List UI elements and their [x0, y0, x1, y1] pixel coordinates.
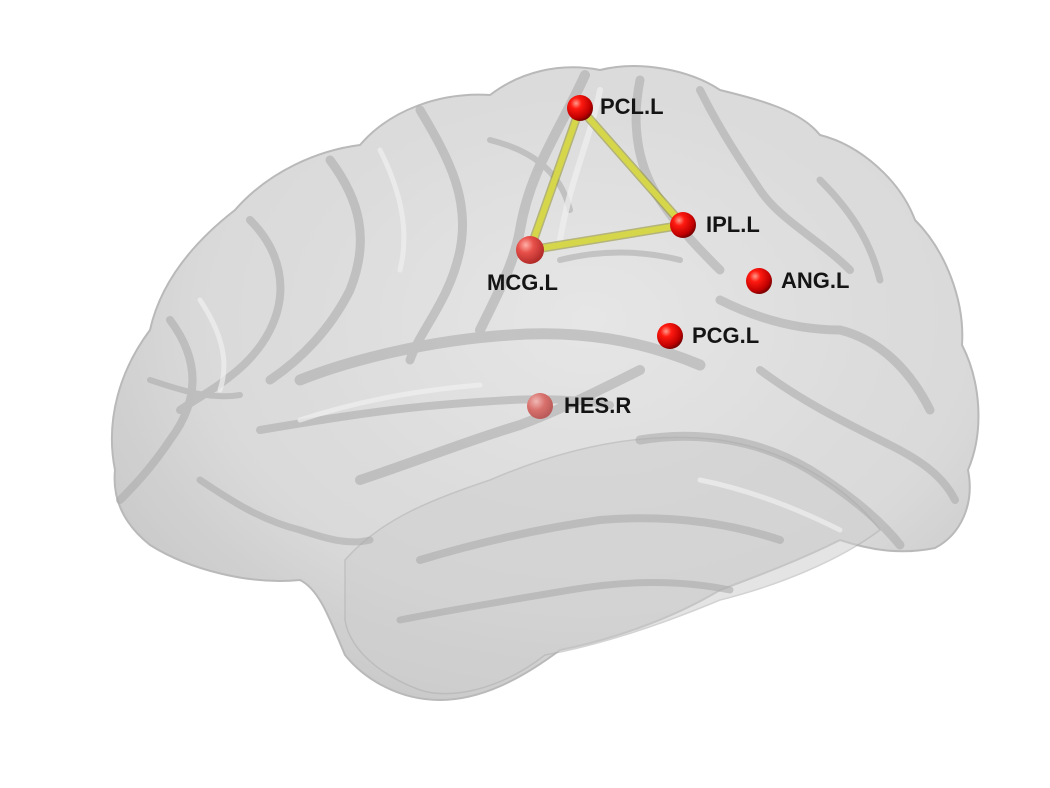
edges-layer: [525, 103, 688, 255]
brain-highlights: [197, 87, 843, 533]
edge-pcl-l-ipl-l: [577, 105, 686, 228]
node-ang-l: [746, 268, 772, 294]
node-pcl-l: [567, 95, 593, 121]
edge-pcl-l-mcg-l: [527, 105, 583, 253]
node-label-pcg-l: PCG.L: [692, 323, 759, 348]
node-label-mcg-l: MCG.L: [487, 270, 558, 295]
nodes-layer: [516, 95, 772, 419]
node-mcg-l: [516, 236, 544, 264]
node-ipl-l: [670, 212, 696, 238]
node-label-ang-l: ANG.L: [781, 268, 849, 293]
node-label-pcl-l: PCL.L: [600, 94, 664, 119]
brain-surface: [110, 65, 980, 702]
edge-mcg-l-ipl-l: [527, 222, 686, 253]
labels-layer: PCL.L IPL.L MCG.L ANG.L PCG.L HES.R: [487, 94, 849, 418]
node-pcg-l: [657, 323, 683, 349]
node-label-hes-r: HES.R: [564, 393, 631, 418]
temporal-lobe: [344, 436, 882, 695]
brain-folds: [116, 70, 959, 624]
node-hes-r: [527, 393, 553, 419]
node-label-ipl-l: IPL.L: [706, 212, 760, 237]
